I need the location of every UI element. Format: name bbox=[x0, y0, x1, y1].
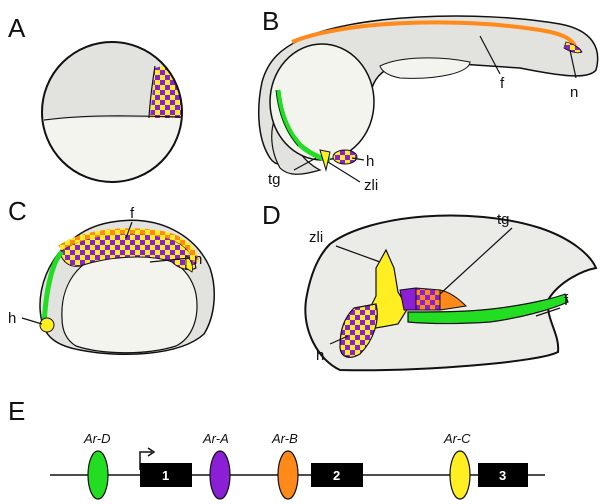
panel-a: A bbox=[8, 13, 190, 188]
panel-b-label-zli: zli bbox=[364, 177, 378, 194]
panel-b-label-f: f bbox=[500, 75, 505, 92]
enhancer-ar-b-shape bbox=[278, 451, 298, 499]
enhancer-ar-a: Ar-A bbox=[202, 431, 230, 499]
panel-c-label-n: n bbox=[194, 251, 202, 268]
panel-b-letter: B bbox=[262, 6, 279, 36]
panel-d-letter: D bbox=[262, 200, 281, 230]
enhancer-ar-d-shape bbox=[88, 451, 108, 499]
enhancer-ar-c: Ar-C bbox=[443, 431, 471, 499]
panel-b-hypothalamus bbox=[333, 150, 357, 164]
enhancer-ar-b: Ar-B bbox=[271, 431, 298, 499]
panel-a-letter: A bbox=[8, 13, 26, 43]
exon-1: 1 bbox=[140, 463, 192, 487]
panel-b-label-tg: tg bbox=[268, 171, 281, 188]
panel-e-letter: E bbox=[8, 396, 25, 426]
enhancer-ar-c-label: Ar-C bbox=[443, 431, 471, 446]
panel-d-label-zli: zli bbox=[309, 229, 323, 246]
enhancer-ar-a-shape bbox=[210, 451, 230, 499]
exon-2: 2 bbox=[311, 463, 363, 487]
enhancer-ar-c-shape bbox=[450, 451, 470, 499]
panel-c-label-h: h bbox=[8, 310, 16, 327]
panel-c-label-f: f bbox=[130, 205, 135, 222]
panel-c-letter: C bbox=[8, 196, 27, 226]
panel-d-label-h: h bbox=[316, 347, 324, 364]
panel-b: B f n h tg zli bbox=[259, 6, 598, 194]
enhancer-ar-a-label: Ar-A bbox=[202, 431, 229, 446]
enhancer-ar-b-label: Ar-B bbox=[271, 431, 298, 446]
panel-e: E Ar-D Ar-A Ar-B Ar-C 1 2 3 bbox=[8, 396, 545, 499]
panel-d: D zli tg f h bbox=[262, 200, 596, 370]
panel-b-yolk-extension bbox=[380, 58, 470, 78]
exon-1-label: 1 bbox=[162, 468, 169, 483]
exon-2-label: 2 bbox=[333, 468, 340, 483]
panel-c: C f n h bbox=[8, 196, 214, 354]
panel-b-label-h: h bbox=[366, 153, 374, 170]
enhancer-ar-d-label: Ar-D bbox=[83, 431, 110, 446]
panel-c-hypothalamus bbox=[40, 318, 54, 332]
panel-d-label-f: f bbox=[564, 292, 569, 309]
exon-3-label: 3 bbox=[499, 468, 506, 483]
enhancer-ar-d: Ar-D bbox=[83, 431, 110, 499]
panel-d-label-tg: tg bbox=[497, 211, 510, 228]
panel-d-tg-checker bbox=[416, 288, 440, 310]
exon-3: 3 bbox=[478, 463, 528, 487]
panel-b-label-n: n bbox=[570, 84, 578, 101]
panel-b-yolk bbox=[270, 44, 374, 160]
